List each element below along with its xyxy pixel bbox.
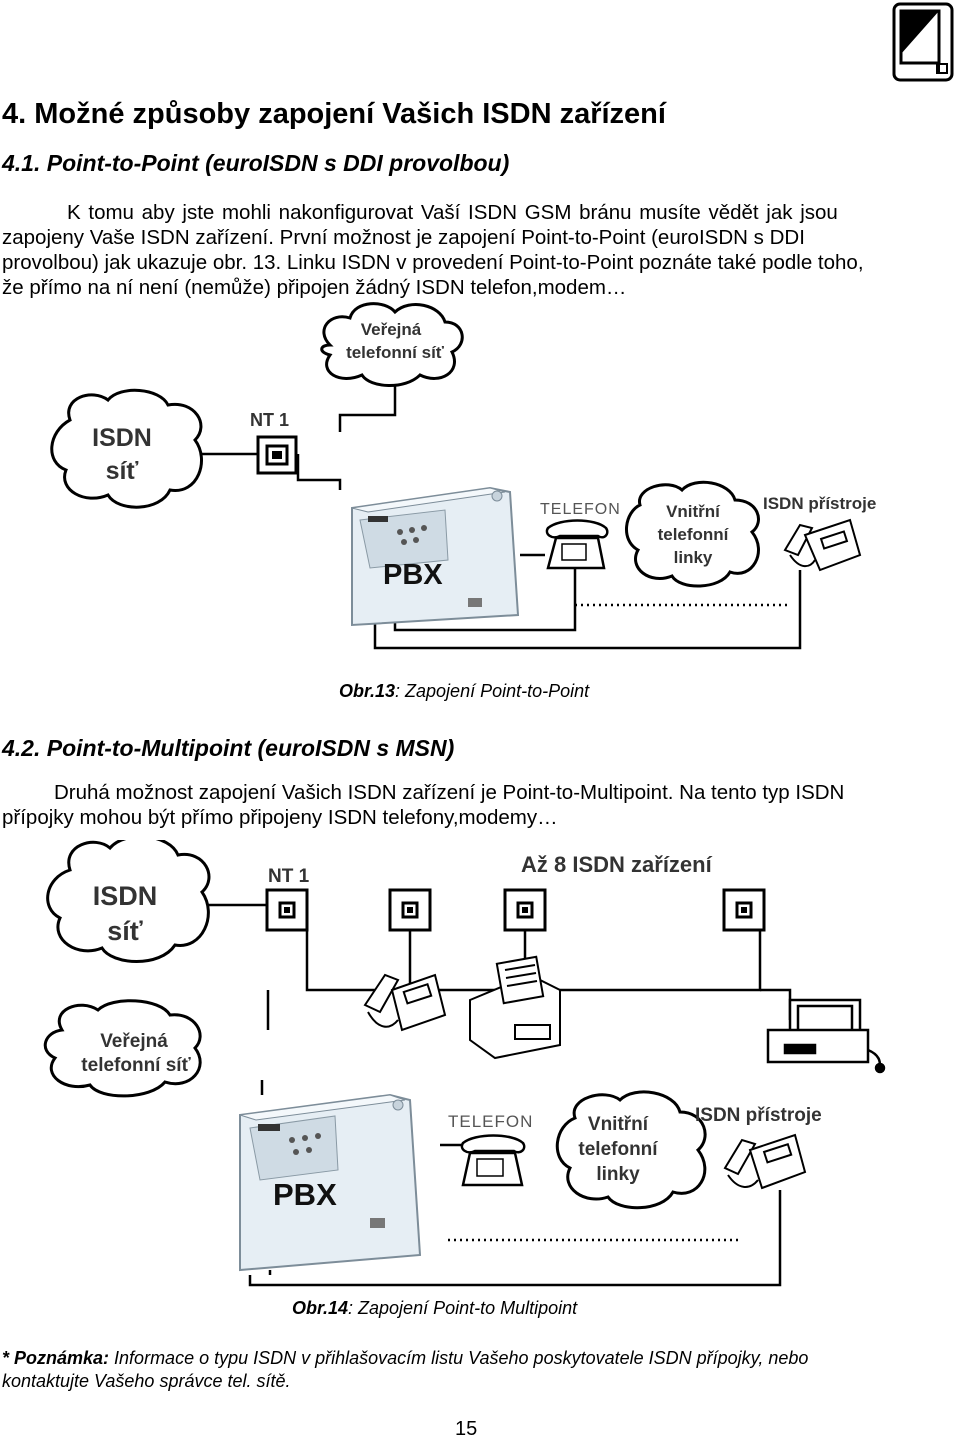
pbx-label: PBX: [273, 1177, 337, 1212]
page-number: 15: [455, 1418, 478, 1440]
wire: [248, 1190, 782, 1287]
cloud-label: linky: [596, 1164, 640, 1185]
cloud-label: Vnitřní: [588, 1114, 649, 1135]
cloud-internal-lines: Vnitřní telefonní linky: [624, 480, 760, 588]
paragraph-line: provolbou) jak ukazuje obr. 13. Linku IS…: [2, 251, 864, 274]
figure-13-caption: Obr.13: Zapojení Point-to-Point: [339, 681, 589, 702]
isdn-socket-icon: [722, 888, 766, 932]
cloud-label: ISDN: [93, 881, 158, 911]
cloud-public-network: Veřejná telefonní síť: [43, 999, 202, 1098]
caption-label: Obr.13: [339, 681, 396, 701]
cloud-label: telefonní: [658, 525, 730, 544]
cloud-isdn-network: ISDN síť: [50, 388, 204, 509]
pbx-unit-icon: PBX: [239, 1093, 422, 1272]
cloud-internal-lines: Vnitřní telefonní linky: [555, 1090, 707, 1210]
pbx-label: PBX: [383, 559, 443, 591]
paragraph-line: K tomu aby jste mohli nakonfigurovat Vaš…: [67, 201, 838, 224]
cloud-label: linky: [674, 548, 713, 567]
section-heading-4-2: 4.2. Point-to-Multipoint (euroISDN s MSN…: [2, 735, 455, 761]
cloud-label: Veřejná: [100, 1031, 168, 1052]
tablet-phone-icon: [892, 2, 954, 82]
caption-text: : Zapojení Point-to-Point: [395, 681, 590, 701]
nt1-socket-icon: [256, 435, 298, 475]
cloud-label: síť: [106, 457, 139, 485]
paragraph-line: Druhá možnost zapojení Vašich ISDN zaříz…: [54, 781, 845, 804]
analog-telephone-icon: [545, 519, 609, 570]
note-text: kontaktujte Vašeho správce tel. sítě.: [2, 1371, 291, 1391]
paragraph-line: zapojeny Vaše ISDN zařízení. První možno…: [2, 226, 805, 249]
isdn-socket-icon: [503, 888, 547, 932]
analog-telephone-icon: [460, 1134, 526, 1187]
fax-machine-icon: [469, 955, 561, 1060]
chapter-heading: 4. Možné způsoby zapojení Vašich ISDN za…: [2, 98, 666, 131]
wire: [296, 454, 342, 490]
computer-icon: [766, 998, 886, 1074]
paragraph-line: že přímo na ní není (nemůže) připojen žá…: [2, 276, 627, 299]
cloud-label: Veřejná: [361, 320, 422, 339]
isdn-telephone-icon: [363, 973, 447, 1032]
cloud-label: telefonní: [578, 1139, 658, 1160]
telefon-label: TELEFON: [448, 1112, 533, 1131]
isdn-socket-icon: [388, 888, 432, 932]
isdn-telephone-icon: [723, 1133, 807, 1190]
footnote: * Poznámka: Informace o typu ISDN v přih…: [2, 1347, 808, 1393]
pbx-unit-icon: PBX: [351, 486, 520, 627]
wire: [760, 988, 792, 1020]
cloud-label: Vnitřní: [666, 502, 721, 521]
paragraph-line: přípojky mohou být přímo připojeny ISDN …: [2, 806, 558, 829]
nt1-label: NT 1: [250, 410, 289, 430]
isdn-telephone-icon: [783, 518, 862, 572]
nt1-label: NT 1: [268, 866, 310, 887]
isdn-devices-label: ISDN přístroje: [695, 1105, 822, 1126]
telefon-label: TELEFON: [540, 501, 621, 518]
figure-14-diagram: ISDN síť NT 1 Až 8 ISDN zařízení Veřejná…: [43, 840, 886, 1287]
cloud-isdn-network: ISDN síť: [46, 840, 211, 963]
figure-14-caption: Obr.14: Zapojení Point-to Multipoint: [292, 1298, 577, 1319]
wire: [373, 570, 802, 650]
isdn-devices-label: ISDN přístroje: [763, 494, 876, 513]
note-text: Informace o typu ISDN v přihlašovacím li…: [109, 1348, 809, 1368]
figure-13-diagram: Veřejná telefonní síť ISDN síť NT 1 PBX …: [50, 302, 876, 650]
up-to-8-devices-label: Až 8 ISDN zařízení: [521, 852, 713, 877]
cloud-label: telefonní síť: [346, 343, 445, 362]
wire: [338, 377, 397, 432]
note-label: * Poznámka:: [2, 1348, 110, 1368]
caption-text: : Zapojení Point-to Multipoint: [348, 1298, 578, 1318]
cloud-public-network: Veřejná telefonní síť: [320, 302, 464, 387]
caption-label: Obr.14: [292, 1298, 349, 1318]
cloud-label: ISDN: [92, 424, 152, 452]
cloud-label: síť: [107, 916, 143, 946]
chapter-number: 4.: [2, 98, 27, 130]
section-heading-4-1: 4.1. Point-to-Point (euroISDN s DDI prov…: [2, 150, 510, 176]
isdn-socket-icon: [265, 888, 309, 932]
chapter-title: Možné způsoby zapojení Vašich ISDN zaříz…: [34, 98, 666, 130]
cloud-label: telefonní síť: [81, 1055, 191, 1076]
